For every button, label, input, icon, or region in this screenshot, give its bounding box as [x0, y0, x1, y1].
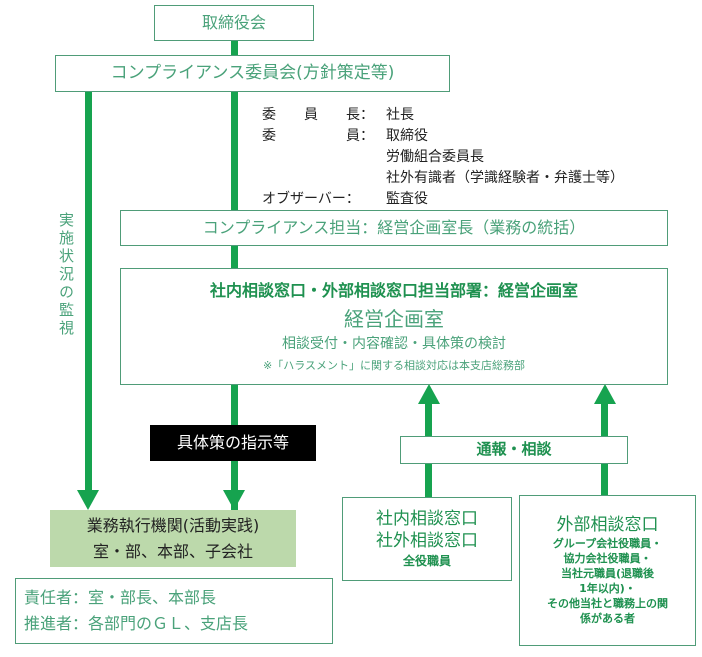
all-employees-label: 全役職員 [402, 554, 451, 568]
committee-box: コンプライアンス委員会(方針策定等) [55, 55, 450, 92]
instruction-label: 具体策の指示等 [176, 433, 289, 452]
external-desk-box: 外部相談窓口 グループ会社役職員・ 協力会社役職員・ 当社元職員(退職後 1年以… [519, 495, 696, 646]
board-label: 取締役会 [201, 13, 266, 32]
member-value: 労働組合委員長 [386, 149, 484, 165]
harassment-note: ※「ハラスメント」に関する相談対応は本支店総務部 [263, 359, 525, 372]
compliance-officer-box: コンプライアンス担当：経営企画室長（業務の統括） [120, 210, 668, 246]
promoter-line: 推進者：各部門のＧＬ、支店長 [24, 614, 249, 633]
member-label: 委 員： [262, 128, 374, 144]
external-desk-line: その他当社と職務上の関 [547, 597, 668, 610]
report-label: 通報・相談 [476, 440, 552, 458]
arrow-down-icon [77, 490, 99, 510]
responsible-box: 責任者：室・部長、本部長 推進者：各部門のＧＬ、支店長 [15, 578, 333, 644]
external-desk-line: 係がある者 [580, 612, 635, 625]
responsible-line: 責任者：室・部長、本部長 [24, 588, 217, 607]
chair-value: 社長 [386, 107, 414, 123]
consultation-dept-name: 経営企画室 [344, 307, 444, 331]
arrow-down-icon [223, 490, 245, 510]
observer-value: 監査役 [386, 191, 428, 207]
arrow-up-icon [594, 384, 616, 404]
external-desk-line: 当社元職員(退職後 [560, 567, 655, 580]
report-box: 通報・相談 [400, 436, 628, 464]
board-box: 取締役会 [154, 5, 314, 41]
execution-title: 業務執行機関(活動実践) [86, 516, 260, 535]
member-value: 取締役 [386, 128, 428, 144]
monitoring-label: 実施状況の監視 [57, 212, 75, 338]
external-desk-line: 協力会社役職員・ [563, 552, 652, 565]
arrow-up-icon [418, 384, 440, 404]
instruction-label-box: 具体策の指示等 [150, 425, 316, 461]
member-value: 社外有識者（学識経験者・弁護士等） [386, 170, 624, 186]
external-desk-line: 1年以内)・ [579, 582, 636, 595]
external-desk-title: 外部相談窓口 [556, 515, 659, 535]
connector-board-committee [231, 40, 238, 56]
execution-units: 室・部、本部、子会社 [92, 542, 253, 561]
connector-monitoring [85, 91, 92, 493]
committee-label: コンプライアンス委員会(方針策定等) [110, 63, 395, 83]
external-desk-line: グループ会社役職員・ [552, 537, 663, 550]
execution-box: 業務執行機関(活動実践) 室・部、本部、子会社 [50, 510, 296, 567]
internal-desk-label: 社内相談窓口 [376, 509, 478, 529]
outside-desk-label: 社外相談窓口 [376, 531, 478, 551]
chair-label: 委 員 長： [262, 107, 374, 123]
compliance-officer-label: コンプライアンス担当：経営企画室長（業務の統括） [202, 218, 586, 237]
consultation-dept-title: 社内相談窓口・外部相談窓口担当部署：経営企画室 [209, 281, 578, 300]
consultation-duties: 相談受付・内容確認・具体策の検討 [282, 336, 506, 352]
internal-desk-box: 社内相談窓口 社外相談窓口 全役職員 [342, 497, 512, 581]
observer-label: オブザーバー： [262, 191, 360, 207]
consultation-dept-box: 社内相談窓口・外部相談窓口担当部署：経営企画室 経営企画室 相談受付・内容確認・… [120, 268, 668, 385]
